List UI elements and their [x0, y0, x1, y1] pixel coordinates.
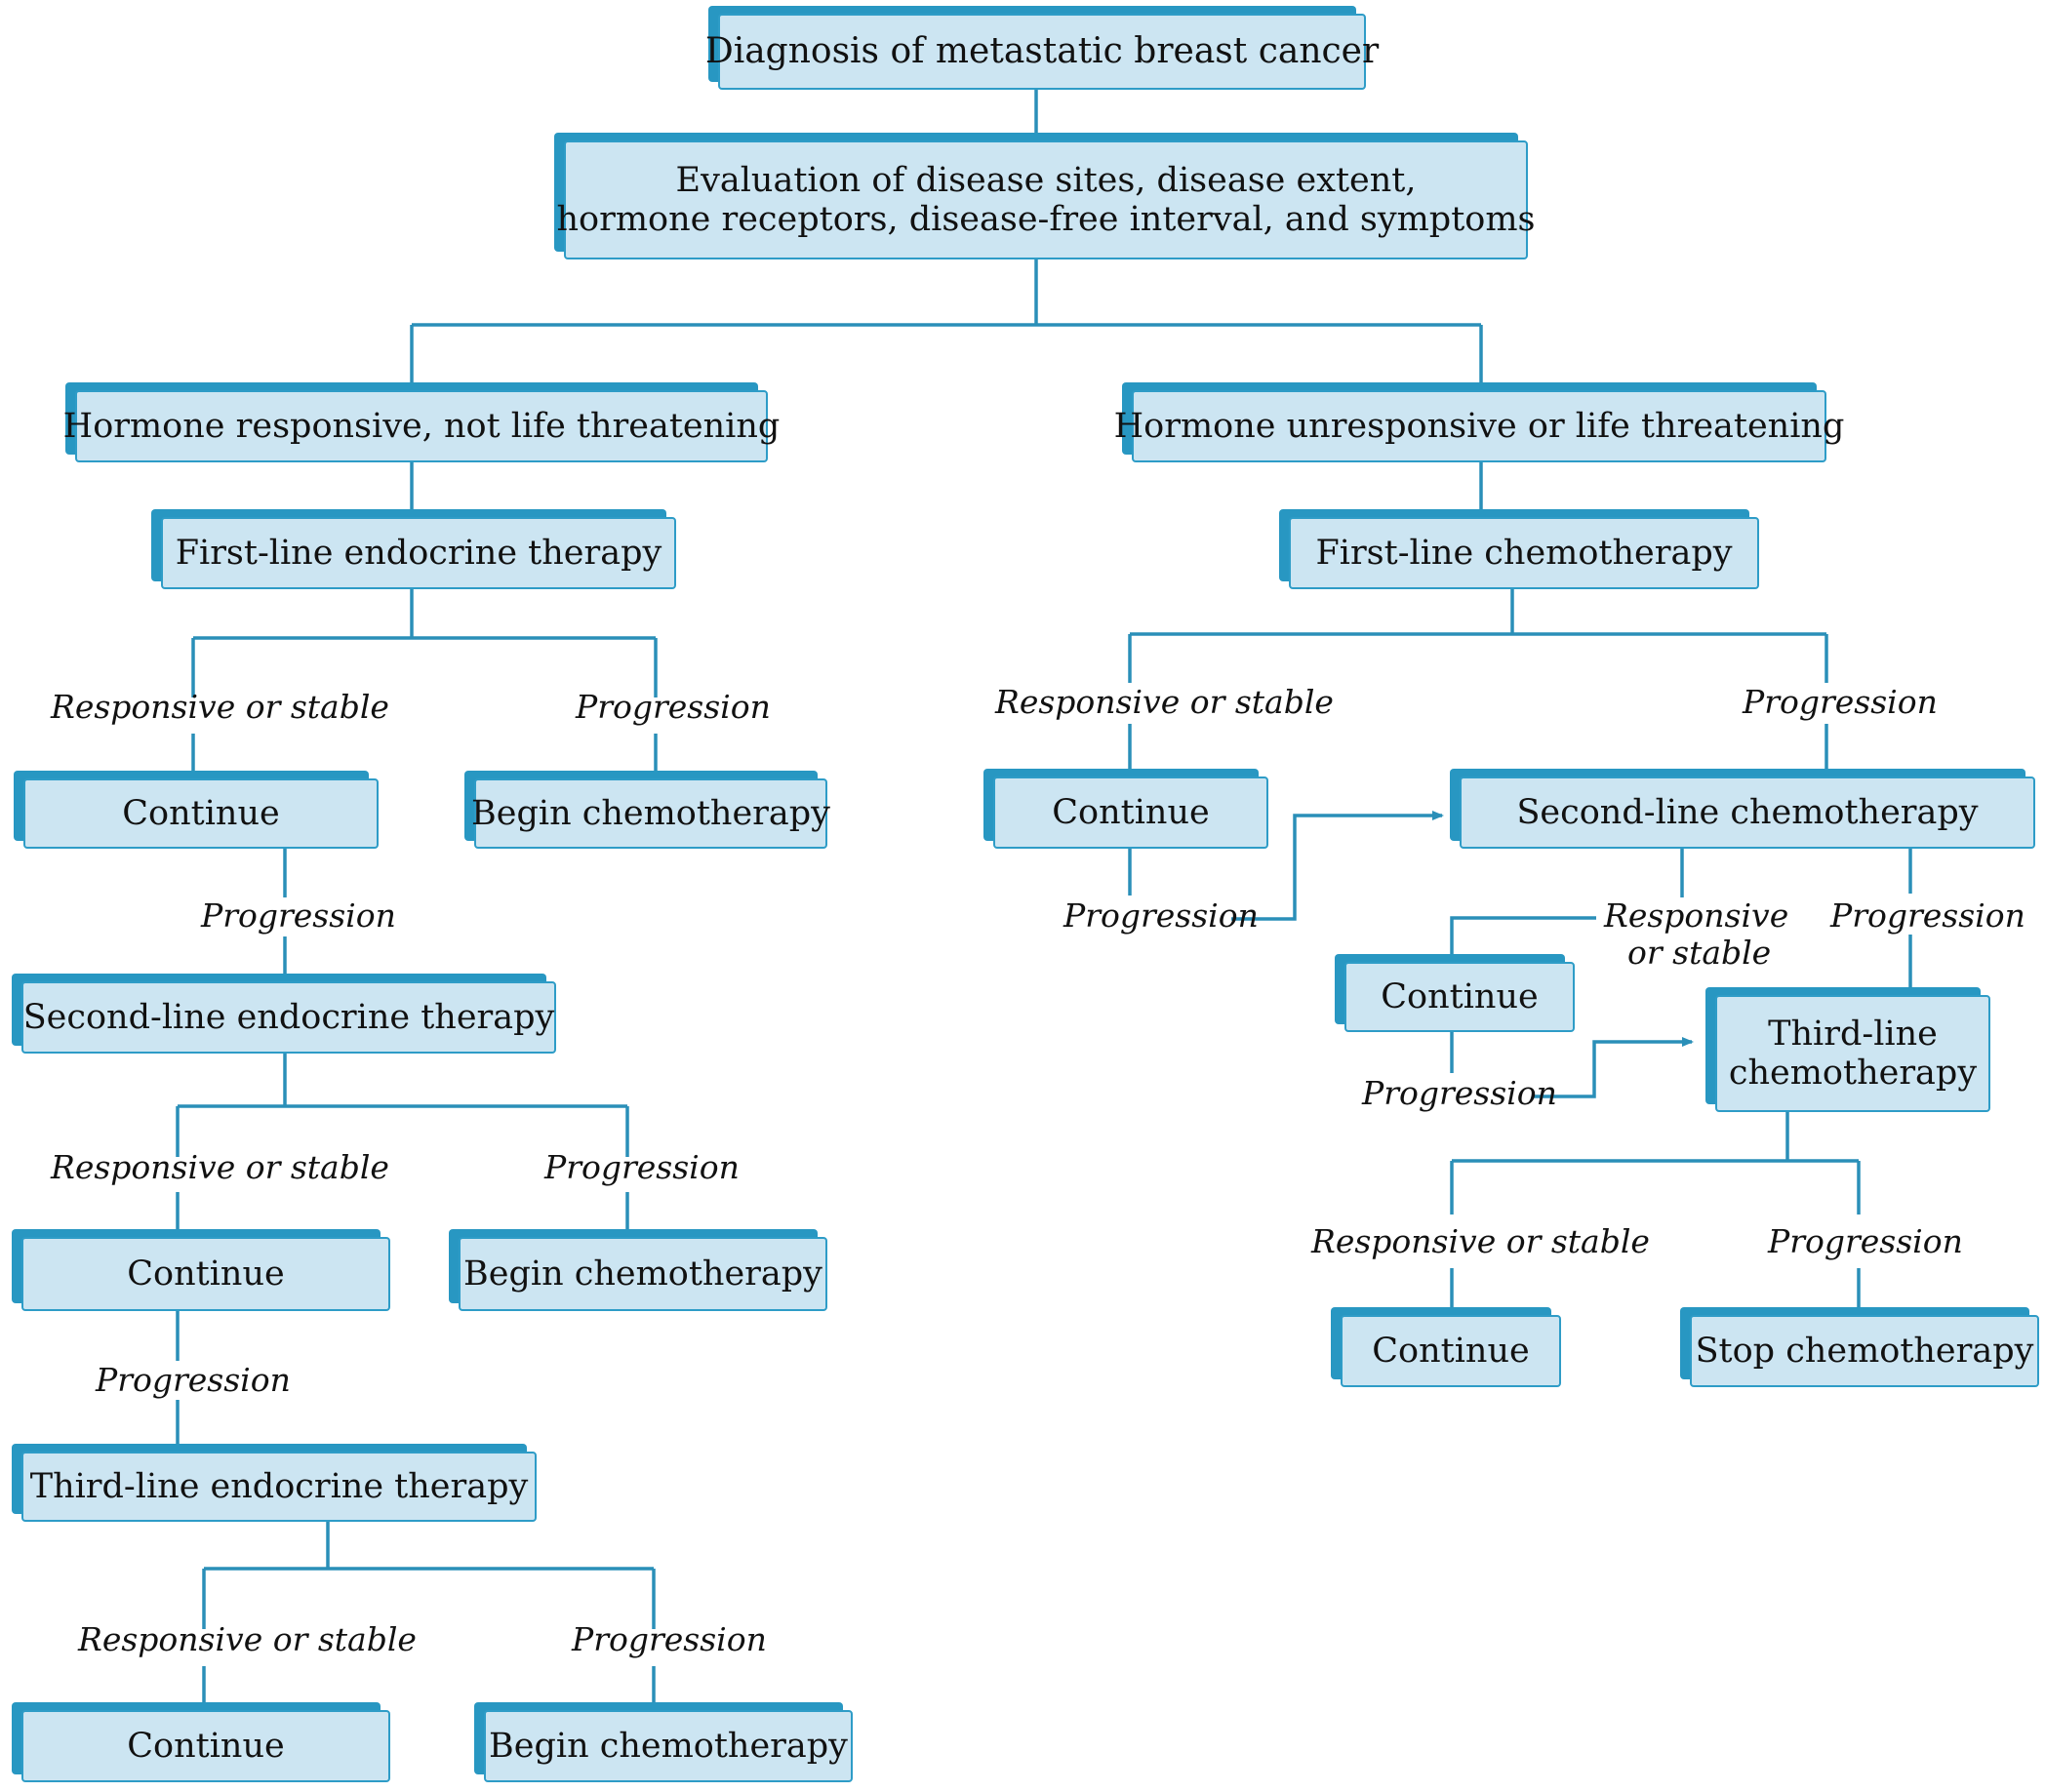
label-responsive-stable-l3: Responsive or stable [78, 1620, 417, 1658]
node-continue-r3: Continue [1341, 1315, 1561, 1387]
edge-third-chemo-split [1450, 1112, 1861, 1307]
node-hormone-unresponsive: Hormone unresponsive or life threatening [1114, 390, 1844, 462]
node-second-line-chemo: Second-line chemotherapy [1460, 777, 2035, 849]
node-evaluation: Evaluation of disease sites, disease ext… [557, 140, 1536, 259]
node-continue-r1-text: Continue [1052, 792, 1210, 832]
node-stop-chemo: Stop chemotherapy [1690, 1315, 2039, 1387]
node-begin-chemo-l2: Begin chemotherapy [459, 1237, 827, 1311]
node-first-line-endocrine-text: First-line endocrine therapy [175, 533, 662, 573]
node-hormone-responsive: Hormone responsive, not life threatening [63, 390, 780, 462]
label-progression-r3: Progression [1830, 896, 2025, 935]
node-begin-chemo-l1: Begin chemotherapy [471, 778, 830, 849]
node-diagnosis-text: Diagnosis of metastatic breast cancer [704, 31, 1380, 72]
label-progression-r4: Progression [1362, 1074, 1557, 1112]
node-stop-chemo-text: Stop chemotherapy [1695, 1331, 2034, 1371]
node-continue-r2: Continue [1344, 962, 1575, 1032]
node-evaluation-line1: Evaluation of disease sites, disease ext… [675, 160, 1417, 200]
label-progression-r1: Progression [1743, 683, 1938, 721]
node-continue-l1-text: Continue [122, 793, 280, 833]
node-diagnosis: Diagnosis of metastatic breast cancer [705, 14, 1379, 90]
label-progression-l1: Progression [576, 688, 771, 726]
node-continue-l3-text: Continue [127, 1726, 285, 1766]
node-first-line-endocrine: First-line endocrine therapy [161, 517, 676, 589]
label-progression-l3: Progression [544, 1148, 740, 1186]
edge-first-chemo-split [1128, 589, 1828, 769]
edge-second-endocrine-split [176, 1054, 629, 1229]
label-responsive-stable-r1: Responsive or stable [995, 683, 1334, 721]
node-second-line-endocrine-text: Second-line endocrine therapy [22, 997, 555, 1037]
node-continue-l1: Continue [23, 778, 379, 849]
node-continue-r1: Continue [993, 777, 1268, 849]
node-first-line-chemo-text: First-line chemotherapy [1315, 533, 1733, 573]
node-begin-chemo-l3: Begin chemotherapy [484, 1710, 853, 1782]
node-second-line-chemo-text: Second-line chemotherapy [1516, 792, 1979, 832]
label-progression-l2: Progression [201, 896, 396, 935]
node-third-line-endocrine: Third-line endocrine therapy [21, 1452, 537, 1522]
label-responsive-stable-l1: Responsive or stable [51, 688, 389, 726]
node-continue-r2-text: Continue [1381, 976, 1539, 1016]
label-responsive-r2-line1: Responsive [1604, 896, 1789, 935]
node-third-line-chemo-line2: chemotherapy [1728, 1054, 1978, 1093]
node-third-line-endocrine-text: Third-line endocrine therapy [29, 1466, 529, 1506]
edge-progression-to-third-chemo [1534, 1037, 1694, 1098]
label-progression-r2: Progression [1063, 896, 1259, 935]
node-third-line-chemo: Third-line chemotherapy [1715, 995, 1990, 1112]
node-begin-chemo-l1-text: Begin chemotherapy [471, 793, 830, 833]
node-begin-chemo-l2-text: Begin chemotherapy [463, 1254, 822, 1294]
node-third-line-chemo-line1: Third-line [1768, 1014, 1938, 1054]
node-evaluation-line2: hormone receptors, disease-free interval… [556, 200, 1536, 239]
node-hormone-responsive-text: Hormone responsive, not life threatening [62, 406, 781, 446]
node-second-line-endocrine: Second-line endocrine therapy [21, 981, 556, 1054]
label-progression-l5: Progression [572, 1620, 767, 1658]
label-progression-r5: Progression [1768, 1222, 1963, 1260]
node-begin-chemo-l3-text: Begin chemotherapy [489, 1726, 848, 1766]
label-responsive-r2-line2: or stable [1627, 934, 1772, 972]
edge-third-endocrine-split [202, 1522, 656, 1702]
node-continue-l3: Continue [21, 1710, 390, 1782]
node-continue-r3-text: Continue [1372, 1331, 1530, 1371]
edge-progression-to-second-chemo [1231, 811, 1444, 921]
edge-first-endocrine-split [191, 589, 658, 771]
node-continue-l2: Continue [21, 1237, 390, 1311]
label-responsive-stable-r3: Responsive or stable [1311, 1222, 1650, 1260]
node-first-line-chemo: First-line chemotherapy [1289, 517, 1759, 589]
node-hormone-unresponsive-text: Hormone unresponsive or life threatening [1113, 406, 1845, 446]
label-progression-l4: Progression [96, 1361, 291, 1399]
label-responsive-stable-l2: Responsive or stable [51, 1148, 389, 1186]
edge-evaluation-split [410, 259, 1483, 382]
node-continue-l2-text: Continue [127, 1254, 285, 1294]
edge-responsive-to-continue-r2 [1450, 916, 1596, 954]
